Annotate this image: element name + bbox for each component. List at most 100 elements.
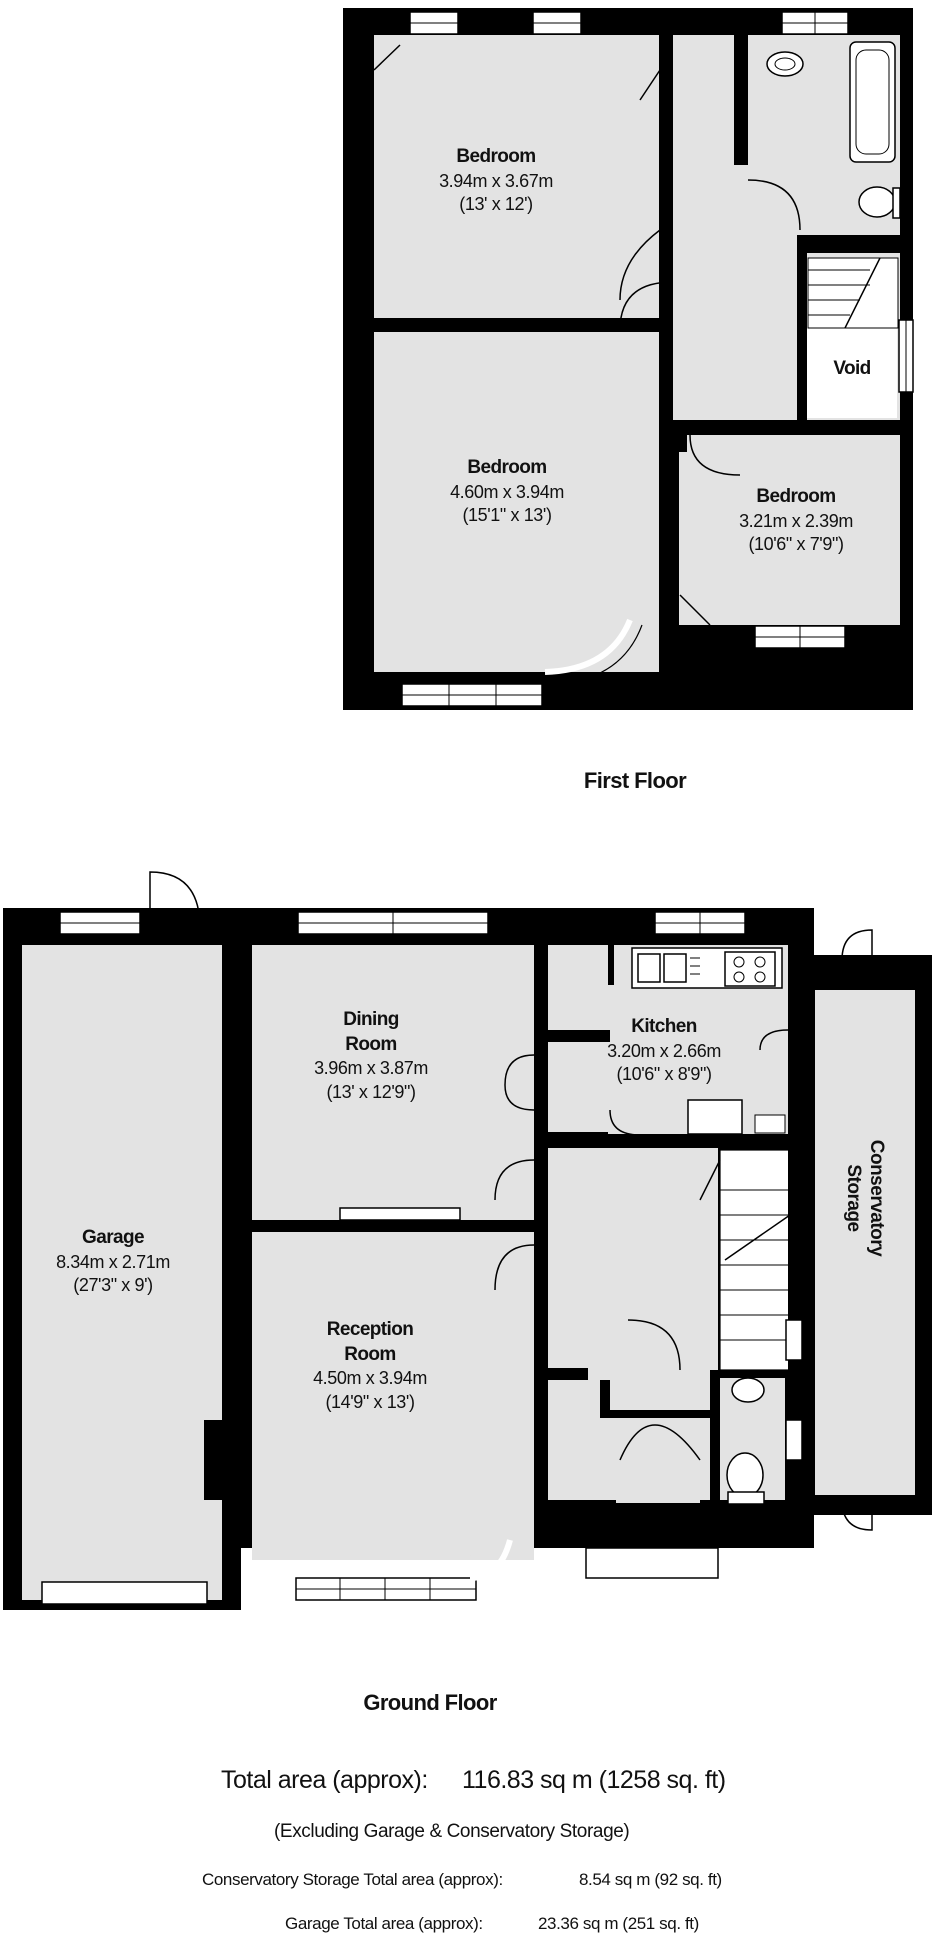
- door-swing-bath: [747, 179, 801, 231]
- kitchen-alcove-floor: [548, 945, 608, 1030]
- wall-stairwell: [797, 252, 807, 422]
- kitchen-label: Kitchen 3.20m x 2.66m (10'6" x 8'9"): [607, 1015, 721, 1086]
- wall-dining-reception: [252, 1220, 534, 1232]
- wall-central-spine: [534, 945, 548, 1545]
- door-swing-bed3: [689, 434, 741, 476]
- reception-hall-door: [494, 1244, 535, 1291]
- first-floor-plan: [343, 8, 914, 710]
- stair-direction-line: [724, 1214, 791, 1261]
- room-dimensions-imperial: (14'9" x 13'): [325, 1391, 415, 1412]
- wall-landing-bath: [734, 35, 748, 165]
- kitchen-unit: [687, 1099, 743, 1135]
- hob-ring: [754, 956, 766, 968]
- garage-rear-door: [149, 871, 201, 929]
- stair-treads-upper: [807, 257, 899, 329]
- dining-room-floor: [252, 945, 534, 1220]
- kitchen-unit-small: [754, 1114, 786, 1134]
- window: [785, 1419, 803, 1461]
- room-dimensions: 3.21m x 2.39m: [739, 510, 853, 531]
- wall-bed3-jamb: [673, 422, 687, 452]
- bed1-corner-detail: [373, 44, 401, 71]
- wall-cupboard-under-stairs: [600, 1380, 610, 1415]
- room-dimensions-imperial: (10'6" x 7'9"): [748, 534, 844, 555]
- room-name: Bedroom: [456, 146, 536, 167]
- total-area-value: 116.83 sq m (1258 sq. ft): [462, 1766, 726, 1794]
- room-dimensions-imperial: (13' x 12'9"): [326, 1081, 416, 1102]
- hob-ring: [733, 971, 745, 983]
- bay-floor-fill: [600, 622, 659, 672]
- room-dimensions: 3.94m x 3.67m: [439, 170, 553, 191]
- hob-ring: [733, 956, 745, 968]
- bath-tub: [849, 41, 896, 163]
- room-name-line-2: Room: [345, 1033, 397, 1055]
- bedroom-1-floor: [374, 35, 659, 318]
- sink-bowl: [637, 953, 661, 983]
- room-dimensions: 4.60m x 3.94m: [450, 481, 564, 502]
- room-name-line-2: Storage: [843, 1164, 864, 1232]
- front-double-door: [619, 1424, 701, 1461]
- room-dimensions: 8.34m x 2.71m: [56, 1251, 170, 1272]
- stair-diagonal: [844, 257, 881, 329]
- hob-ring: [754, 971, 766, 983]
- garage-pier: [204, 1420, 222, 1500]
- conservatory-area-value: 8.54 sq m (92 sq. ft): [579, 1870, 722, 1889]
- wc-toilet: [726, 1452, 764, 1498]
- bay-floor: [598, 610, 650, 672]
- bedroom-3-floor: [679, 435, 900, 625]
- sink-bowl: [663, 953, 687, 983]
- dining-room-label: Dining Room 3.96m x 3.87m (13' x 12'9"): [314, 1008, 428, 1104]
- room-dimensions-imperial: (13' x 12'): [459, 194, 533, 215]
- conservatory-area-label: Conservatory Storage Total area (approx)…: [202, 1870, 503, 1889]
- reception-room-floor: [252, 1232, 534, 1560]
- conservatory-floor: [815, 990, 915, 1495]
- bedroom-2-label: Bedroom 4.60m x 3.94m (15'1" x 13'): [450, 456, 564, 527]
- wc-basin: [731, 1377, 765, 1403]
- wall-bath-stairs: [797, 235, 900, 253]
- room-name: Conservatory: [865, 1139, 887, 1257]
- hall-floor: [548, 1148, 718, 1378]
- stair-handrail: [699, 1159, 721, 1201]
- room-dimensions-imperial: (27'3" x 9'): [73, 1275, 153, 1296]
- ground-floor-title: Ground Floor: [363, 1690, 497, 1715]
- void-label: Void: [833, 358, 871, 379]
- excluding-note: (Excluding Garage & Conservatory Storage…: [274, 1821, 630, 1842]
- cupboard-floor: [548, 1042, 608, 1132]
- room-name: Garage: [82, 1227, 144, 1248]
- ground-floor-plan: [3, 871, 932, 1610]
- room-name: Reception: [326, 1319, 414, 1340]
- bay-window: [544, 618, 633, 675]
- wall-bed1-bed2: [374, 318, 659, 332]
- wall-kitchen-hall: [548, 1134, 788, 1148]
- room-name: Bedroom: [467, 457, 547, 478]
- reception-room-label: Reception Room 4.50m x 3.94m (14'9" x 13…: [313, 1318, 427, 1414]
- under-stairs-door: [627, 1319, 681, 1371]
- garage-floor: [22, 945, 222, 1600]
- reception-bay-floor: [440, 1520, 534, 1560]
- wall-bed2-landing: [659, 300, 673, 680]
- room-dimensions: 3.20m x 2.66m: [607, 1040, 721, 1061]
- room-name: Kitchen: [631, 1016, 697, 1037]
- room-dimensions-imperial: (15'1" x 13'): [462, 505, 552, 526]
- kitchen-door: [609, 1109, 641, 1136]
- garage-label: Garage 8.34m x 2.71m (27'3" x 9'): [56, 1226, 170, 1297]
- wall-kitchen-conservatory: [788, 945, 802, 1485]
- garage-area-label: Garage Total area (approx):: [285, 1914, 483, 1933]
- reception-bay-window: [469, 1539, 513, 1581]
- dining-double-door: [504, 1054, 535, 1111]
- wall-porch-right: [700, 1500, 810, 1548]
- wash-basin: [766, 51, 804, 77]
- wall-kitchen-stub: [608, 945, 614, 985]
- wall-wc-left: [710, 1370, 720, 1510]
- porch-window: [585, 1547, 719, 1579]
- dining-hall-door: [494, 1159, 535, 1201]
- door-swing-bed1: [619, 229, 661, 301]
- room-dimensions-imperial: (10'6" x 8'9"): [616, 1064, 712, 1085]
- wc-cistern: [727, 1491, 765, 1505]
- bay-window-outline: [544, 624, 643, 685]
- door-swing-bed2: [619, 281, 674, 331]
- staircase: [719, 1149, 791, 1371]
- bed3-corner-detail: [679, 594, 711, 626]
- wall-under-stairs: [600, 1410, 710, 1418]
- porch-floor: [615, 1458, 705, 1500]
- wall-hall-porch: [548, 1368, 588, 1380]
